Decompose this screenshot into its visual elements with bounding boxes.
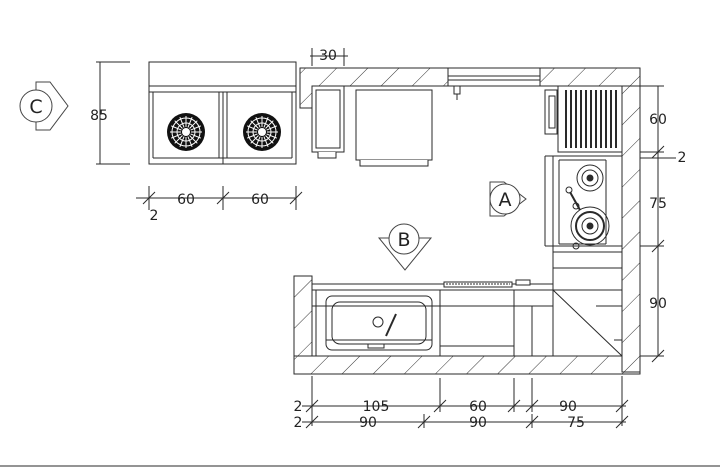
burner-spoke [187,136,193,147]
burner-spoke [266,133,277,139]
burner-spoke [265,120,274,129]
burner-spoke [190,125,201,131]
sink-basin-icon [325,295,433,351]
right-counter [544,155,622,291]
top-window [447,67,541,87]
cooktop-burner-right [243,113,281,151]
burner-spoke [171,125,182,131]
dim-90-bottom-c: 90 [469,415,487,431]
dim-30: 30 [319,48,337,64]
wall-right [621,85,641,373]
base-cabinet-section [148,61,297,165]
burner-spoke [174,120,183,129]
burner-spoke [255,136,261,147]
view-marker-a [489,181,527,217]
dim-60-bottom: 60 [469,399,487,415]
wall-fixture [453,85,461,95]
dim-2-right: 2 [678,150,687,166]
dim-85: 85 [90,108,108,124]
dim-60-cabinet-left: 60 [177,192,195,208]
cooktop-strip [443,279,531,288]
view-marker-c [19,81,69,131]
top-wall-items [447,67,541,100]
tall-cabinet [311,85,345,159]
radiator-icon [544,85,623,153]
burner-spoke [171,133,182,139]
burner-spoke [250,120,259,129]
burner-spoke [250,135,259,144]
refrigerator-icon [355,89,433,167]
burner-spoke [247,133,258,139]
view-marker-b-label: B [397,229,410,251]
dim-60-right: 60 [649,112,667,128]
dim-90-right: 90 [649,296,667,312]
burner-spoke [255,117,261,128]
view-marker-b [377,223,433,271]
dim-60-cabinet-right: 60 [251,192,269,208]
dim-90-bottom-b: 90 [359,415,377,431]
dimension-lines [96,48,676,429]
burner-spoke [263,117,269,128]
gas-burner-icon [565,164,610,250]
view-marker-c-label: C [29,96,42,118]
dim-75-bottom: 75 [567,415,585,431]
bottom-counter [312,283,623,357]
burner-spoke [179,136,185,147]
dim-2-left: 2 [150,208,159,224]
wall-bottom [293,355,641,375]
dim-2-bottom-a: 2 [294,399,303,415]
burner-spoke [179,117,185,128]
burner-spoke [187,117,193,128]
cooktop-burner-left [167,113,205,151]
burner-spoke [174,135,183,144]
dim-105: 105 [363,399,390,415]
wall-left-lower [293,275,313,357]
burner-spoke [190,133,201,139]
burner-spoke [189,135,198,144]
burner-spoke [189,120,198,129]
dim-90-bottom-a: 90 [559,399,577,415]
burner-spoke [263,136,269,147]
dim-2-bottom-b: 2 [294,415,303,431]
burner-spoke [247,125,258,131]
burner-spoke [266,125,277,131]
burner-spoke [265,135,274,144]
dim-75-right: 75 [649,196,667,212]
room-walls [293,67,641,375]
view-marker-a-label: A [499,189,512,211]
